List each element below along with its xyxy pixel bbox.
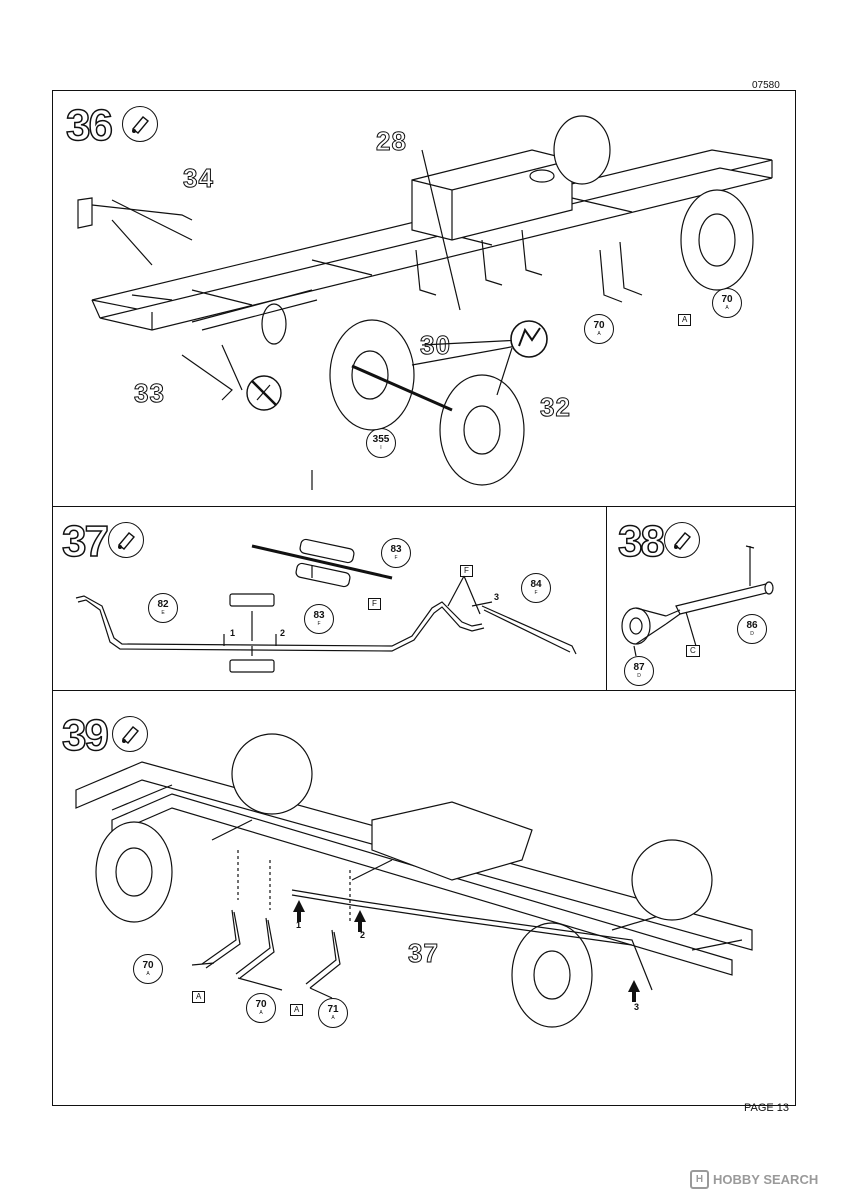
document-code: 07580 [752,80,780,91]
flag-f: F [368,598,381,610]
glue-tube-icon [664,522,700,558]
lamp-housing-drawing [621,545,774,657]
callout-34: 34 [183,163,214,193]
step-number-36: 36 [65,101,113,150]
watermark-text: HOBBY SEARCH [713,1172,819,1187]
flag-c: C [686,645,700,657]
glue-tube-icon [112,716,148,752]
marker-2: 2 [280,628,286,638]
exhaust-pipe-drawing [75,538,577,673]
callout-32: 32 [540,392,571,422]
divider-step37-39 [52,690,796,691]
no-glue-icon [246,375,282,411]
marker-3: 3 [634,1002,640,1012]
watermark: H HOBBY SEARCH [690,1170,818,1189]
chassis-rear-axle-drawing [77,115,773,490]
marker-1: 1 [230,628,236,638]
step-number-37: 37 [61,517,109,566]
flag-a: A [192,991,206,1003]
divider-step37-38 [606,506,607,690]
flag-f: F [460,565,473,577]
flag-a: A [290,1004,304,1016]
step-number-38: 38 [617,517,665,566]
rotate-arrow-icon [510,320,548,358]
marker-2: 2 [360,930,366,940]
marker-3: 3 [494,592,500,602]
flag-a: A [678,314,692,326]
watermark-logo-icon: H [690,1170,709,1189]
divider-step36-37 [52,506,796,507]
callout-37: 37 [408,938,439,968]
glue-tube-icon [108,522,144,558]
callout-28: 28 [376,126,407,156]
chassis-underside-drawing [75,733,753,1028]
callout-33: 33 [134,378,165,408]
step-number-39: 39 [61,711,109,760]
marker-1: 1 [296,920,302,930]
instruction-frame [52,90,796,1106]
glue-tube-icon [122,106,158,142]
